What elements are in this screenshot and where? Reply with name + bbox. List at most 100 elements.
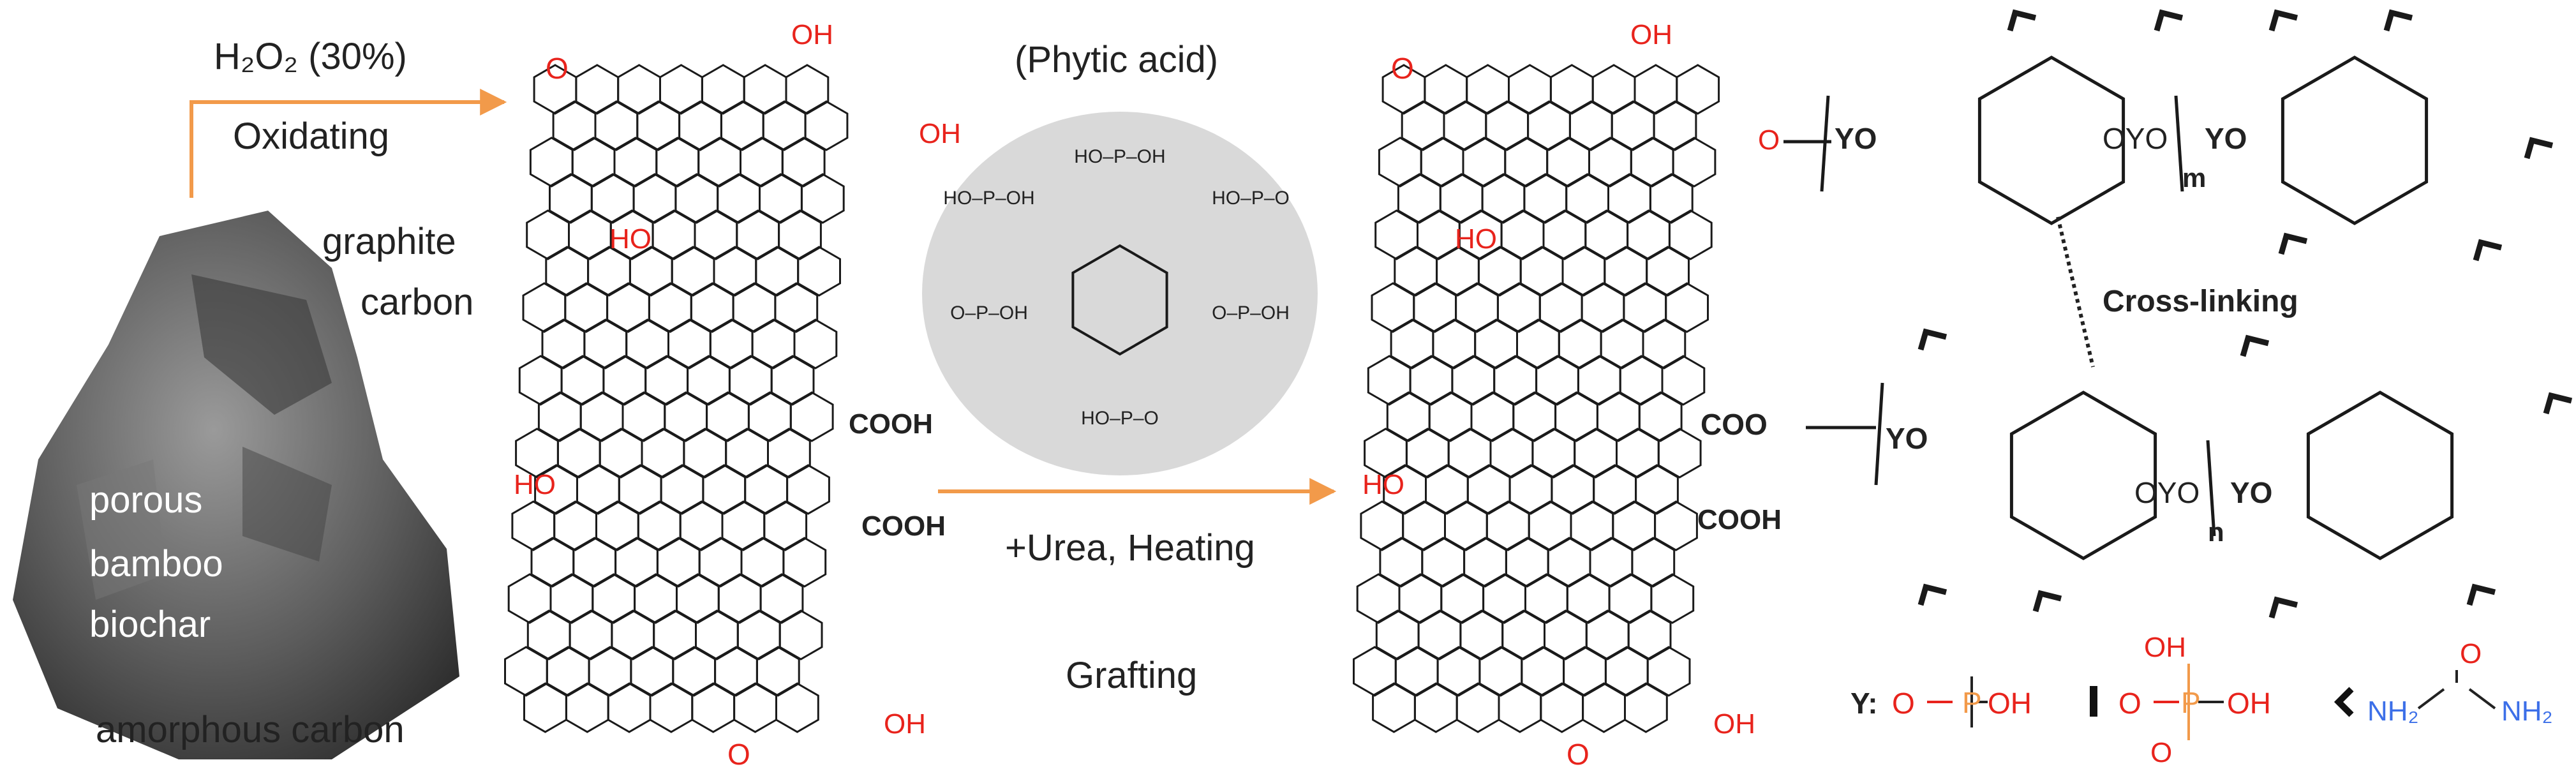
phosphate-group: HO–P–OH [1074, 146, 1165, 167]
graphene-ring [800, 173, 845, 224]
graphene-ring [1654, 500, 1698, 551]
graphene-ring [1657, 428, 1702, 479]
network-bond [2206, 440, 2216, 537]
network-yo-upper: YO [1835, 122, 1877, 155]
phosphate-group: HO–P–O [1081, 408, 1159, 429]
legend-i-o: O [2118, 687, 2141, 720]
legend-urea-symbol [2334, 687, 2354, 717]
phosphorus-atom: P [2181, 686, 2201, 719]
legend-urea-nh2-left: NH₂ [2367, 696, 2419, 727]
sheet2-cooh-low: COOH [1697, 504, 1782, 535]
sheet2-oh-top: OH [1630, 19, 1672, 50]
graphite-label: graphite [322, 221, 456, 262]
network-ring-lower-right [2306, 391, 2454, 560]
network-ring-lower-left [2009, 391, 2157, 560]
graphene-ring [1665, 282, 1709, 333]
sheet1-ho-mid: HO [609, 223, 651, 255]
graphene-ring [1646, 646, 1691, 697]
network-bond [1874, 382, 1884, 486]
graphene-ring [804, 100, 849, 151]
urea-marker [2007, 9, 2037, 32]
legend-i-oh-right: OH [2227, 687, 2271, 720]
sheet1-oh-right: OH [919, 118, 961, 149]
network-bond [1820, 95, 1830, 192]
sheet2-coo-link: COO [1701, 408, 1768, 441]
oxidant-label: H₂O₂ (30%) [214, 36, 407, 77]
phosphorus-atom: P [1962, 686, 1982, 719]
network-ring-upper-left [1977, 56, 2126, 225]
sheet2-o-link: O [1758, 124, 1780, 156]
phytic-acid-ring [1071, 244, 1168, 356]
sheet1-ho-low: HO [514, 469, 556, 500]
graphene-ring [789, 391, 834, 442]
graphene-ring [782, 537, 827, 588]
legend-urea-nh2-right: NH₂ [2501, 696, 2553, 727]
legend-i-symbol [2090, 686, 2097, 717]
grafted-graphene-sheet [1353, 64, 1720, 733]
network-ring-upper-right [2281, 56, 2429, 225]
legend-i-o-bottom: O [2150, 737, 2173, 768]
graphene-ring [775, 682, 819, 733]
oxidating-label: Oxidating [233, 116, 390, 157]
legend-y-key: Y: [1850, 687, 1878, 720]
phosphate-group: O–P–OH [1212, 302, 1290, 324]
biochar-particle-image [13, 211, 459, 759]
carbon-label: carbon [361, 281, 474, 323]
sheet1-carbonyl-top: O [546, 52, 569, 85]
urea-marker [2473, 239, 2503, 262]
urea-marker [2268, 9, 2298, 32]
urea-marker [2268, 596, 2298, 619]
legend-y-oh: OH [1988, 687, 2032, 720]
oxidized-graphene-sheet [504, 64, 849, 733]
phosphate-group: O–P–OH [950, 302, 1028, 324]
bamboo-label: bamboo [89, 543, 223, 585]
legend-bond [2417, 688, 2445, 710]
phytic-acid-groups: HO–P–OH HO–P–O O–P–OH HO–P–O O–P–OH HO–P–OH [943, 146, 1290, 429]
urea-marker [2524, 137, 2554, 160]
crosslinking-label: Cross-linking [2103, 285, 2298, 318]
graphene-ring [1672, 137, 1716, 188]
urea-marker [2466, 583, 2496, 606]
urea-marker [2154, 9, 2184, 32]
phytic-acid-label: (Phytic acid) [1015, 39, 1219, 80]
phosphate-group: HO–P–O [1212, 188, 1290, 209]
porous-label: porous [89, 479, 203, 521]
sheet1-oh-bottom: OH [884, 708, 926, 740]
sheet1-oh-top: OH [791, 19, 833, 50]
urea-marker [2383, 9, 2413, 32]
sheet2-carbonyl-bottom: O [1567, 738, 1590, 771]
sheet1-cooh-low: COOH [861, 511, 946, 542]
urea-marker [2032, 590, 2062, 613]
urea-marker [2240, 334, 2270, 357]
sheet2-carbonyl-top: O [1391, 52, 1414, 85]
legend-y-o: O [1892, 687, 1915, 720]
legend-urea-o: O [2460, 638, 2482, 669]
graphene-ring [778, 609, 823, 660]
sheet2-oh-bottom: OH [1713, 708, 1755, 740]
oxidation-arrow [190, 89, 507, 198]
sheet2-ho-low: HO [1362, 469, 1404, 500]
legend-bond [2468, 688, 2496, 710]
sheet1-cooh-mid: COOH [849, 408, 933, 440]
network-yo-upper-right: YO [2205, 122, 2247, 155]
graphene-ring [793, 318, 838, 369]
repeat-m: m [2182, 163, 2207, 193]
phosphate-group: HO–P–OH [943, 188, 1034, 209]
network-bond [2174, 95, 2184, 192]
crosslink-dashed-bond [2056, 216, 2095, 368]
repeat-n: n [2208, 517, 2224, 547]
urea-marker [2278, 232, 2308, 255]
phosphate-urea-network [1783, 9, 2573, 619]
network-yo-lower-right: YO [2230, 476, 2273, 509]
network-oyo-upper: OYO [2103, 122, 2168, 155]
graphene-ring [786, 464, 830, 515]
graphene-ring [797, 246, 841, 297]
urea-marker [1917, 583, 1947, 606]
urea-marker [2543, 392, 2573, 415]
network-oyo-lower: OYO [2134, 476, 2200, 509]
inositol-ring [1071, 244, 1168, 356]
sheet2-ho-mid: HO [1455, 223, 1497, 255]
network-yo-lower: YO [1886, 422, 1928, 455]
